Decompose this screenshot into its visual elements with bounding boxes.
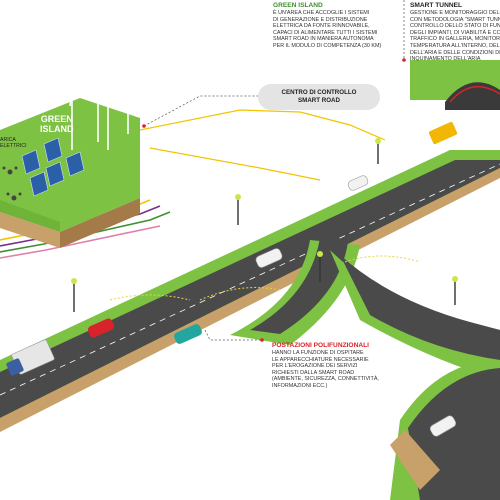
green-island-line: DI GENERAZIONE E DISTRIBUZIONE — [273, 16, 368, 23]
smart-tunnel-line: CON METODOLOGIA "SMART TUNNEL": — [410, 16, 500, 23]
green-island-line: ELETTRICA DA FONTE RINNOVABILE, — [273, 23, 370, 30]
smart-tunnel-line: DEGLI IMPIANTI, DI VIABILITÀ E CONDIZION… — [410, 29, 500, 36]
postazioni-line: PER L'EROGAZIONE DEI SERVIZI — [272, 363, 358, 370]
smart-tunnel-line: DELL'ARIA E DELLE CONDIZIONI DI VISIBILI… — [410, 49, 500, 56]
pole-lights — [71, 138, 458, 284]
smart-tunnel-line: INQUINAMENTO DELL'ARIA — [410, 56, 481, 63]
postazioni-line: (AMBIENTE, SICUREZZA, CONNETTIVITÀ, — [272, 376, 379, 383]
smart-tunnel-line: GESTIONE E MONITORAGGIO DELLE GALLERIE — [410, 10, 500, 16]
tunnel-portal — [410, 60, 500, 110]
drone-icons — [2, 166, 22, 201]
island-label-line2: ISLAND — [40, 124, 74, 134]
green-island-line: CAPACI DI ALIMENTARE TUTTI I SISTEMI — [273, 29, 378, 36]
green-island-line: È UN'AREA CHE ACCOGLIE I SISTEMI — [273, 10, 370, 16]
postazioni-line: HANNO LA FUNZIONE DI OSPITARE — [272, 350, 364, 356]
green-island-description: GREEN ISLAND È UN'AREA CHE ACCOGLIE I SI… — [273, 2, 391, 50]
solar-panels — [21, 137, 85, 197]
control-center-line2: SMART ROAD — [298, 97, 340, 104]
postazioni-line: RICHIESTI DALLA SMART ROAD — [272, 369, 355, 376]
charging-label-line2: ELETTRICI — [0, 143, 27, 150]
smart-tunnel-description: SMART TUNNEL GESTIONE E MONITORAGGIO DEL… — [410, 2, 500, 63]
smart-tunnel-title: SMART TUNNEL — [410, 2, 463, 9]
island-label-line1: GREEN — [40, 114, 73, 124]
smart-tunnel-line: TRAFFICO IN GALLERIA, MONITORAGGIO — [410, 36, 500, 43]
green-island-line: PER IL MODULO DI COMPETENZA (30 KM) — [273, 42, 382, 49]
charging-label-line1: ARICA — [0, 137, 16, 143]
wind-turbines — [61, 59, 143, 150]
postazioni-line: INFORMAZIONI ECC.) — [272, 382, 328, 389]
control-center-badge: CENTRO DI CONTROLLO SMART ROAD — [258, 84, 380, 110]
leader-lines — [143, 0, 405, 341]
green-island-line: SMART ROAD IN MANIERA AUTONOMA — [273, 36, 374, 43]
leader-dots — [142, 58, 406, 342]
signal-waves — [109, 255, 421, 301]
multifunction-poles — [73, 142, 456, 312]
control-center-line1: CENTRO DI CONTROLLO — [281, 89, 357, 97]
vehicles — [6, 121, 458, 437]
main-road — [0, 150, 500, 432]
smart-tunnel-line: CONTROLLO DELLO STATO DI FUNZIONAMENTO — [410, 23, 500, 30]
postazioni-title: POSTAZIONI POLIFUNZIONALI — [272, 342, 369, 349]
postazioni-description: POSTAZIONI POLIFUNZIONALI HANNO LA FUNZI… — [272, 342, 412, 390]
charging-label: ARICA ELETTRICI — [0, 137, 27, 149]
island-label: GREEN ISLAND — [40, 114, 74, 134]
postazioni-line: LE APPARECCHIATURE NECESSARIE — [272, 356, 369, 363]
smart-tunnel-line: TEMPERATURA ALL'INTERNO, DELLA VISIBILIT… — [410, 42, 500, 49]
green-island-title: GREEN ISLAND — [273, 2, 323, 9]
